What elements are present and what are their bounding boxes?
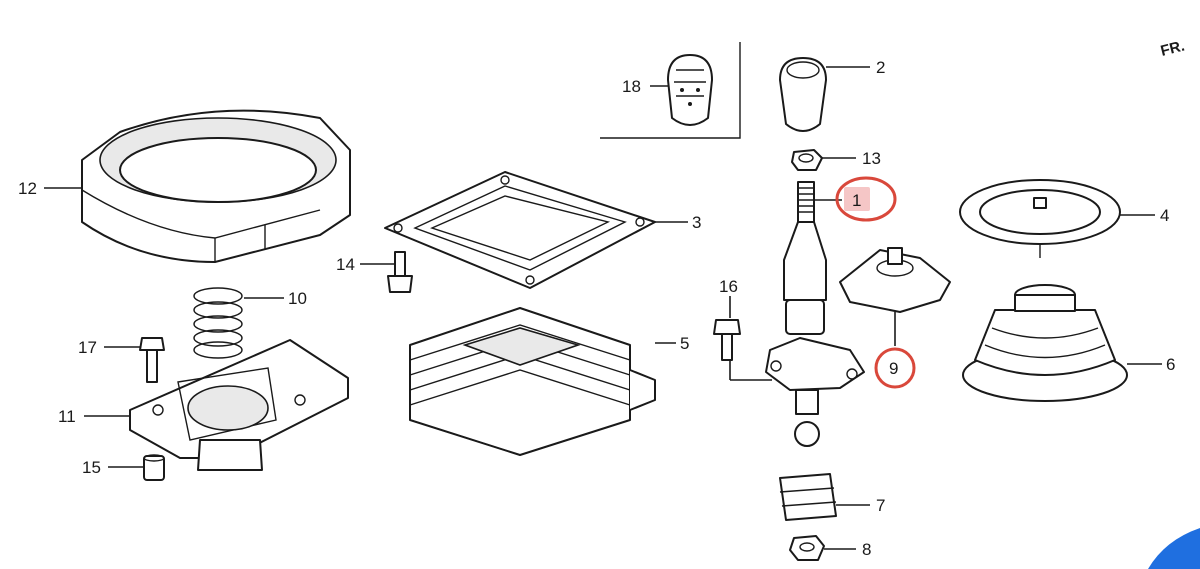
callout-4[interactable]: 4 bbox=[1160, 206, 1169, 225]
callout-8[interactable]: 8 bbox=[862, 540, 871, 559]
callout-6[interactable]: 6 bbox=[1166, 355, 1175, 374]
callout-12[interactable]: 12 bbox=[18, 179, 37, 198]
part-12-console-ring bbox=[81, 109, 351, 263]
callout-16[interactable]: 16 bbox=[719, 277, 738, 296]
callout-5[interactable]: 5 bbox=[680, 334, 689, 353]
callout-15[interactable]: 15 bbox=[82, 458, 101, 477]
part-15-bushing bbox=[143, 454, 165, 481]
callout-1[interactable]: 1 bbox=[852, 191, 861, 210]
part-3-gasket-plate bbox=[384, 171, 656, 289]
part-16-bolt bbox=[713, 319, 741, 361]
part-2-shift-knob bbox=[779, 57, 827, 132]
part-5-square-boot bbox=[409, 307, 656, 456]
leader-lines bbox=[44, 66, 1162, 550]
part-8-nut bbox=[789, 535, 825, 561]
blue-corner-button[interactable] bbox=[1148, 528, 1200, 569]
part-7-clip bbox=[779, 473, 837, 521]
callout-17[interactable]: 17 bbox=[78, 338, 97, 357]
part-10-spring bbox=[193, 287, 243, 359]
highlight-marks bbox=[835, 176, 916, 389]
highlight-ring-part-9 bbox=[874, 347, 916, 389]
highlight-fill-part-1 bbox=[844, 187, 870, 211]
callout-labels: 1 2 3 4 5 6 7 8 9 10 11 12 13 14 15 16 1… bbox=[18, 58, 1175, 559]
callout-3[interactable]: 3 bbox=[692, 213, 701, 232]
part-4-retaining-ring bbox=[959, 179, 1121, 258]
part-18-shift-knob-alt bbox=[600, 42, 741, 139]
callout-9[interactable]: 9 bbox=[889, 359, 898, 378]
part-17-bolt bbox=[139, 337, 165, 383]
part-1-change-lever bbox=[765, 181, 865, 447]
part-11-housing-base bbox=[129, 339, 349, 471]
callout-18[interactable]: 18 bbox=[622, 77, 641, 96]
callout-10[interactable]: 10 bbox=[288, 289, 307, 308]
part-9-shift-guide bbox=[839, 247, 951, 313]
callout-14[interactable]: 14 bbox=[336, 255, 355, 274]
part-14-bolt bbox=[387, 251, 413, 293]
part-13-nut bbox=[791, 149, 823, 171]
callout-2[interactable]: 2 bbox=[876, 58, 885, 77]
callout-11[interactable]: 11 bbox=[58, 407, 76, 426]
orientation-mark: FR. bbox=[1159, 38, 1187, 60]
part-6-round-boot bbox=[962, 284, 1128, 402]
callout-13[interactable]: 13 bbox=[862, 149, 881, 168]
highlight-ring-part-1 bbox=[835, 176, 897, 222]
callout-7[interactable]: 7 bbox=[876, 496, 885, 515]
